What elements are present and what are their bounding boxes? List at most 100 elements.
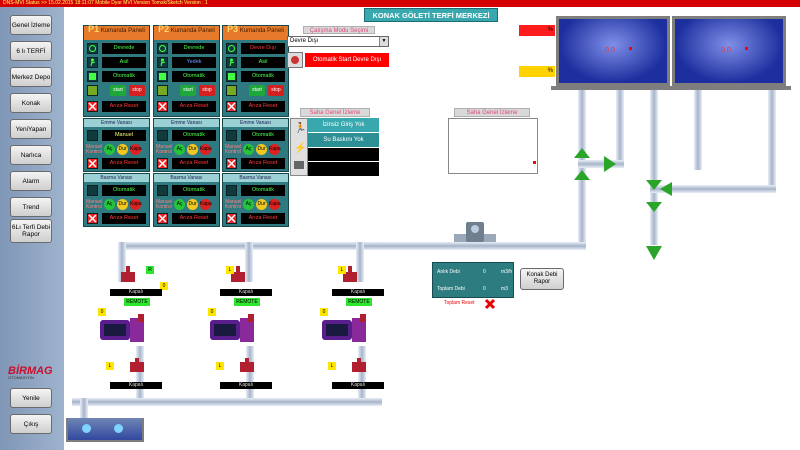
saha-trend-box <box>448 118 538 174</box>
nav-merkez-depo-button[interactable]: Merkez Depo <box>10 67 52 87</box>
nav-trend-button[interactable]: Trend <box>10 197 52 217</box>
valve-manual-label: Manuel Kontrol <box>225 144 242 155</box>
fault-reset-icon[interactable] <box>157 101 168 112</box>
pipe-to-pool <box>80 398 88 420</box>
pump-panel-title: P2 Kumanda Paneli <box>154 25 219 40</box>
pipe-tank-down-2 <box>616 90 624 162</box>
auto-icon <box>87 71 98 82</box>
pump-stop-button[interactable]: stop <box>129 85 145 96</box>
valve-mode: Otomatik <box>172 130 216 141</box>
pump-panel-3: P3 Kumanda Paneli Devre Dışı Asil Otomat… <box>222 25 289 117</box>
valve-open-button[interactable]: Aç <box>243 199 254 210</box>
page-title: KONAK GÖLETİ TERFİ MERKEZİ <box>364 8 498 22</box>
nav-yeniyapan-button[interactable]: YeniYapan <box>10 119 52 139</box>
pump-start-button[interactable]: start <box>180 85 196 96</box>
refresh-button[interactable]: Yenile <box>10 388 52 408</box>
valve-fault-icon[interactable] <box>87 213 98 224</box>
pump-fault-reset[interactable]: Arıza Reset <box>102 101 146 112</box>
local-tag-suction: L <box>328 362 336 370</box>
valve-pause-button[interactable]: Dur <box>117 144 128 155</box>
valve-manual-label: Manuel Kontrol <box>156 144 173 155</box>
local-tag-suction: L <box>216 362 224 370</box>
valve-close-button[interactable]: Kapa <box>269 199 281 210</box>
valve-fault-reset[interactable]: Arıza Reset <box>102 158 146 169</box>
fault-reset-icon[interactable] <box>87 101 98 112</box>
valve-close-button[interactable]: Kapa <box>200 144 212 155</box>
pump-start-button[interactable]: start <box>249 85 265 96</box>
konak-debi-rapor-button[interactable]: Konak Debi Rapor <box>520 268 564 290</box>
valve-mode-icon <box>157 130 168 141</box>
valve-fault-icon[interactable] <box>157 158 168 169</box>
valve-fault-reset[interactable]: Arıza Reset <box>241 158 285 169</box>
runner-icon <box>87 57 98 68</box>
pipe-h-1 <box>578 160 624 168</box>
valve-fault-reset[interactable]: Arıza Reset <box>172 158 216 169</box>
pump-fault-reset[interactable]: Arıza Reset <box>241 101 285 112</box>
valve-panel-title: Emme Vanası <box>154 119 219 127</box>
valve-fault-icon[interactable] <box>157 213 168 224</box>
suction-valve-1[interactable] <box>128 358 146 378</box>
pump-start-button[interactable]: start <box>110 85 126 96</box>
nav-alarm-button[interactable]: Alarm <box>10 171 52 191</box>
valve-manual-label: Manuel Kontrol <box>86 144 103 155</box>
valve-open-button[interactable]: Aç <box>104 144 115 155</box>
auto-start-status[interactable]: Otomatik Start Devre Dışı <box>305 53 389 67</box>
valve-fault-reset[interactable]: Arıza Reset <box>172 213 216 224</box>
saha-icons: 🏃⚡ <box>290 118 308 176</box>
reservoir-tank-2: 0.0 <box>672 16 786 86</box>
nav-6li-terfi-button[interactable]: 6 lı TERFİ <box>10 41 52 61</box>
total-reset-icon[interactable] <box>484 297 496 310</box>
valve-panel-title: Emme Vanası <box>84 119 149 127</box>
discharge-valve-2[interactable] <box>228 266 248 286</box>
valve-fault-reset[interactable]: Arıza Reset <box>241 213 285 224</box>
valve-open-button[interactable]: Aç <box>174 144 185 155</box>
nav-narlica-button[interactable]: Narlıca <box>10 145 52 165</box>
exit-button[interactable]: Çıkış <box>10 414 52 434</box>
valve-fault-reset[interactable]: Arıza Reset <box>102 213 146 224</box>
valve-open-button[interactable]: Aç <box>174 199 185 210</box>
valve-pause-button[interactable]: Dur <box>256 199 267 210</box>
valve-open-button[interactable]: Aç <box>243 144 254 155</box>
suction-valve-2[interactable] <box>238 358 256 378</box>
discharge-valve-3[interactable] <box>340 266 360 286</box>
pump-stop-button[interactable]: stop <box>268 85 284 96</box>
pipe-tank-down-3 <box>694 90 702 170</box>
valve-open-button[interactable]: Aç <box>104 199 115 210</box>
nav-konak-button[interactable]: Konak <box>10 93 52 113</box>
power-icon <box>87 43 98 54</box>
fault-reset-icon[interactable] <box>226 101 237 112</box>
valve-pause-button[interactable]: Dur <box>187 144 198 155</box>
level-warn-bar-1: % <box>519 66 555 77</box>
valve-fault-icon[interactable] <box>87 158 98 169</box>
nav-genel-izleme-button[interactable]: Genel İzleme <box>10 15 52 35</box>
discharge-valve-status: Kapalı <box>110 289 162 296</box>
flow-arrow-left-icon <box>660 182 672 196</box>
pipe-tank-down-4 <box>768 90 776 190</box>
valve-fault-icon[interactable] <box>226 213 237 224</box>
tank-1-level: 0.0 <box>605 47 615 54</box>
valve-close-button[interactable]: Kapa <box>130 144 142 155</box>
pipe-header-main <box>118 242 586 250</box>
discharge-valve-status: Kapalı <box>220 289 272 296</box>
nav-debi-rapor-button[interactable]: 6Lı Terfi Debi Rapor <box>10 219 52 243</box>
local-tag-suction: L <box>106 362 114 370</box>
pump-status: Devre Dışı <box>241 43 285 54</box>
valve-fault-icon[interactable] <box>226 158 237 169</box>
valve-pause-button[interactable]: Dur <box>256 144 267 155</box>
pump-fault-reset[interactable]: Arıza Reset <box>172 101 216 112</box>
mode-select-dropdown[interactable]: Devre Dışı ▼ <box>287 36 389 47</box>
flow-arrow-right-icon <box>604 156 616 172</box>
discharge-valve-status: Kapalı <box>332 289 384 296</box>
valve-close-button[interactable]: Kapa <box>269 144 281 155</box>
suction-valve-3[interactable] <box>350 358 368 378</box>
valve-pause-button[interactable]: Dur <box>187 199 198 210</box>
valve-close-button[interactable]: Kapa <box>200 199 212 210</box>
valve-panel-1-1: Emme Vanası Manuel Manuel Kontrol Aç Dur… <box>83 118 150 172</box>
discharge-valve-1[interactable] <box>118 266 138 286</box>
pump-stop-button[interactable]: stop <box>199 85 215 96</box>
valve-panel-2-1: Emme Vanası Otomatik Manuel Kontrol Aç D… <box>153 118 220 172</box>
valve-pause-button[interactable]: Dur <box>117 199 128 210</box>
status-bar: DNS-MVI Status >> 15.02.2015 18:11:07 Mo… <box>0 0 800 7</box>
manual-icon <box>87 85 98 96</box>
valve-close-button[interactable]: Kapa <box>130 199 142 210</box>
